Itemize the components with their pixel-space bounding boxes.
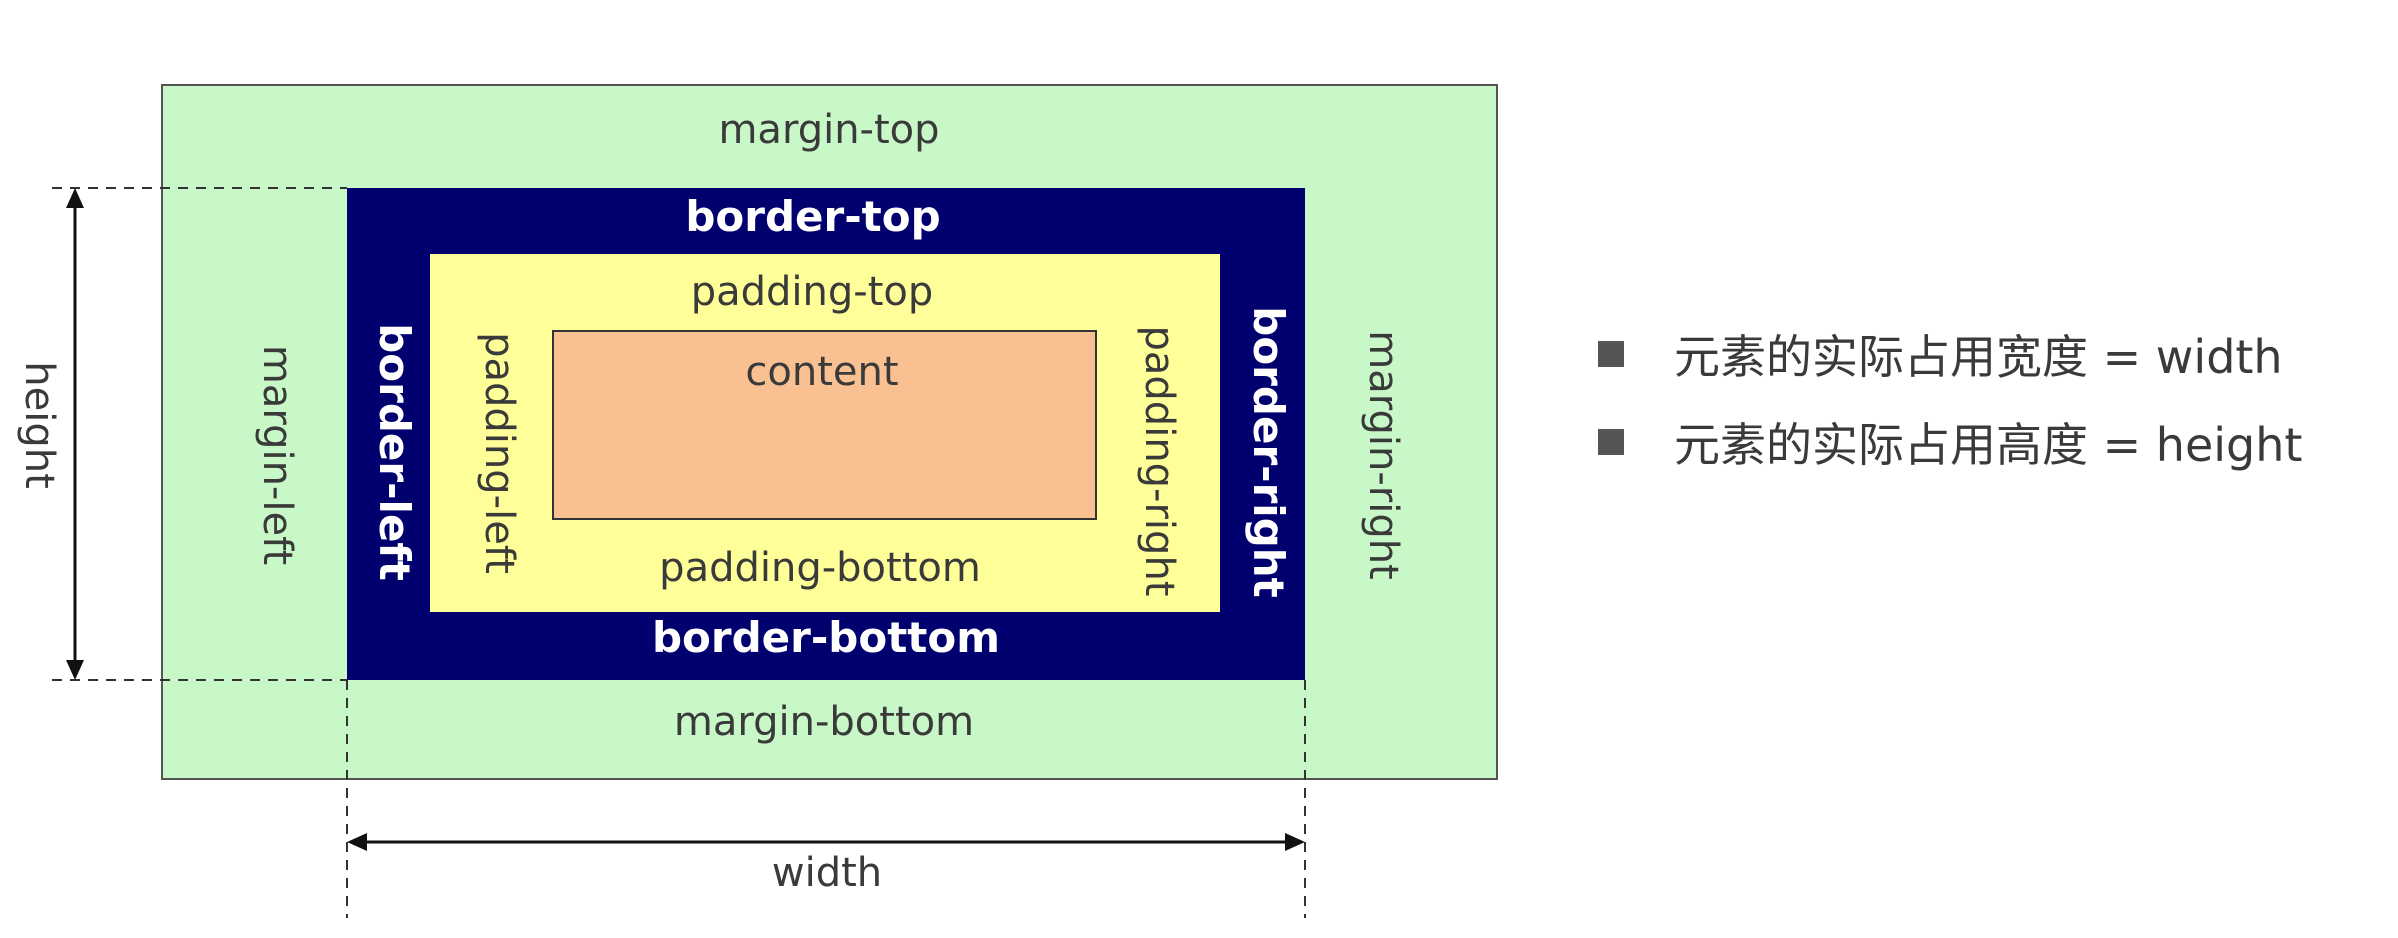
padding-right-label: padding-right	[1136, 326, 1182, 597]
bullet-item-width: 元素的实际占用宽度 = width	[1598, 320, 2378, 388]
padding-top-label: padding-top	[691, 269, 934, 315]
margin-left-label: margin-left	[254, 345, 300, 565]
padding-left-label: padding-left	[476, 332, 522, 574]
margin-right-label: margin-right	[1360, 330, 1406, 580]
border-top-label: border-top	[685, 192, 940, 241]
padding-bottom-label: padding-bottom	[659, 545, 981, 591]
border-left-label: border-left	[370, 323, 419, 581]
bullet-square-icon	[1598, 341, 1624, 367]
bullet-item-height: 元素的实际占用高度 = height	[1598, 408, 2378, 476]
bullet-square-icon	[1598, 429, 1624, 455]
border-bottom-label: border-bottom	[652, 613, 1000, 662]
bullet-text: 元素的实际占用宽度 = width	[1674, 330, 2283, 384]
bullet-text: 元素的实际占用高度 = height	[1674, 418, 2303, 472]
height-arrow-head-top	[66, 188, 84, 208]
width-arrow-head-right	[1285, 833, 1305, 851]
margin-bottom-label: margin-bottom	[674, 699, 974, 745]
bullet-list: 元素的实际占用宽度 = width 元素的实际占用高度 = height	[1598, 320, 2378, 496]
width-arrow-head-left	[347, 833, 367, 851]
margin-top-label: margin-top	[718, 107, 939, 153]
content-label: content	[745, 349, 898, 395]
content-box	[552, 330, 1097, 520]
height-arrow-head-bottom	[66, 660, 84, 680]
border-right-label: border-right	[1244, 306, 1293, 597]
width-label: width	[772, 850, 882, 896]
height-label: height	[16, 361, 62, 489]
